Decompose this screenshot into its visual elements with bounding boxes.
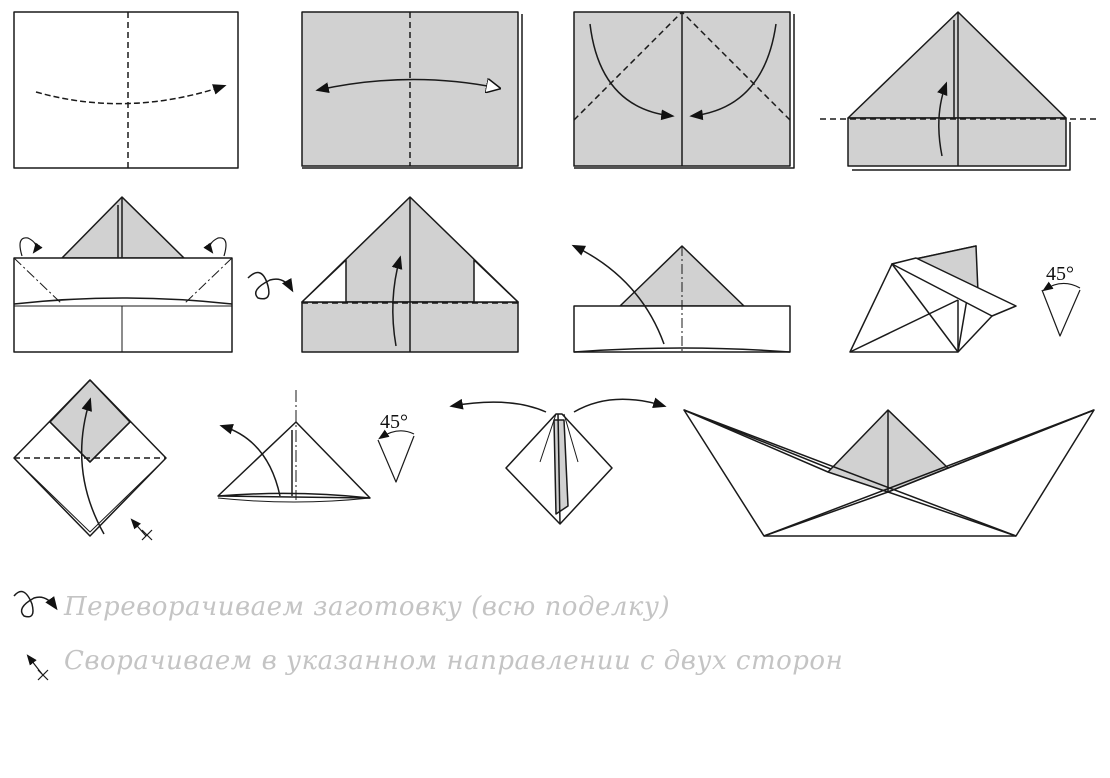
step-2 [301,11,523,169]
legend-fold-text: Сворачиваем в указанном направлении с дв… [64,646,844,676]
angle-label-1: 45° [1046,263,1074,285]
step-3 [573,11,795,169]
fold-arrow-cross-icon [130,518,153,541]
flip-loop-icon [247,271,294,300]
step-5 [13,196,233,353]
legend-fold-icon [26,654,49,681]
angle-label-2: 45° [380,411,408,433]
step-7 [571,244,791,353]
step-9 [13,379,167,537]
step-12-boat [683,409,1095,537]
step-6 [301,196,519,353]
angle-indicator-2 [377,429,415,483]
angle-indicator-1 [1041,281,1081,337]
legend-flip-icon [13,590,58,618]
step-10 [217,390,371,503]
step-4 [820,11,1096,171]
step-1 [13,11,239,169]
legend-flip-text: Переворачиваем заготовку (всю поделку) [64,592,671,622]
step-11 [449,397,667,525]
step-8 [849,245,1017,353]
